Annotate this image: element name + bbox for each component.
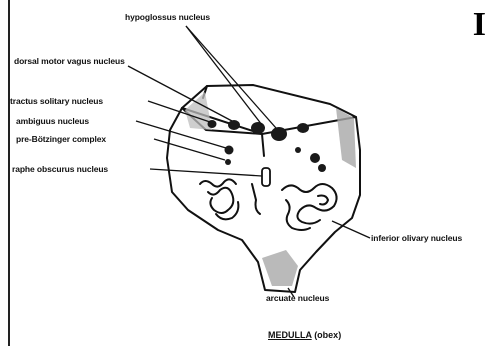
olive-right-loop xyxy=(318,196,328,205)
front-face-outline xyxy=(167,108,360,292)
label-raphe-obscurus: raphe obscurus nucleus xyxy=(12,164,108,174)
label-hypoglossus: hypoglossus nucleus xyxy=(125,12,210,22)
label-pre-botzinger: pre-Bötzinger complex xyxy=(16,134,106,144)
olive-center xyxy=(252,184,260,214)
dot-right-3 xyxy=(318,164,326,172)
dot-preb xyxy=(225,159,231,165)
label-ambiguus: ambiguus nucleus xyxy=(16,116,89,126)
olive-right xyxy=(282,184,337,224)
caption-name: MEDULLA xyxy=(268,330,312,340)
caption: MEDULLA (obex) xyxy=(268,330,341,340)
dot-right-4 xyxy=(295,147,301,153)
ventral-shading xyxy=(262,250,298,286)
panel-letter: I xyxy=(473,6,486,44)
dot-hypoglossal-right xyxy=(271,127,287,141)
olive-left xyxy=(200,179,236,213)
dot-hypoglossal-left xyxy=(251,122,265,134)
caption-sub: (obex) xyxy=(314,330,341,340)
label-arcuate: arcuate nucleus xyxy=(266,293,329,303)
leader-raphe xyxy=(150,169,262,176)
dot-right-2 xyxy=(310,153,320,163)
label-inferior-olivary: inferior olivary nucleus xyxy=(371,233,462,243)
leader-preb xyxy=(154,139,225,160)
dot-right-1 xyxy=(297,123,309,133)
label-dorsal-motor-vagus: dorsal motor vagus nucleus xyxy=(14,56,125,66)
dot-ambiguus xyxy=(225,146,234,155)
dot-dmv xyxy=(228,120,240,130)
raphe-shape xyxy=(262,168,270,186)
label-tractus-solitary: tractus solitary nucleus xyxy=(10,96,103,106)
